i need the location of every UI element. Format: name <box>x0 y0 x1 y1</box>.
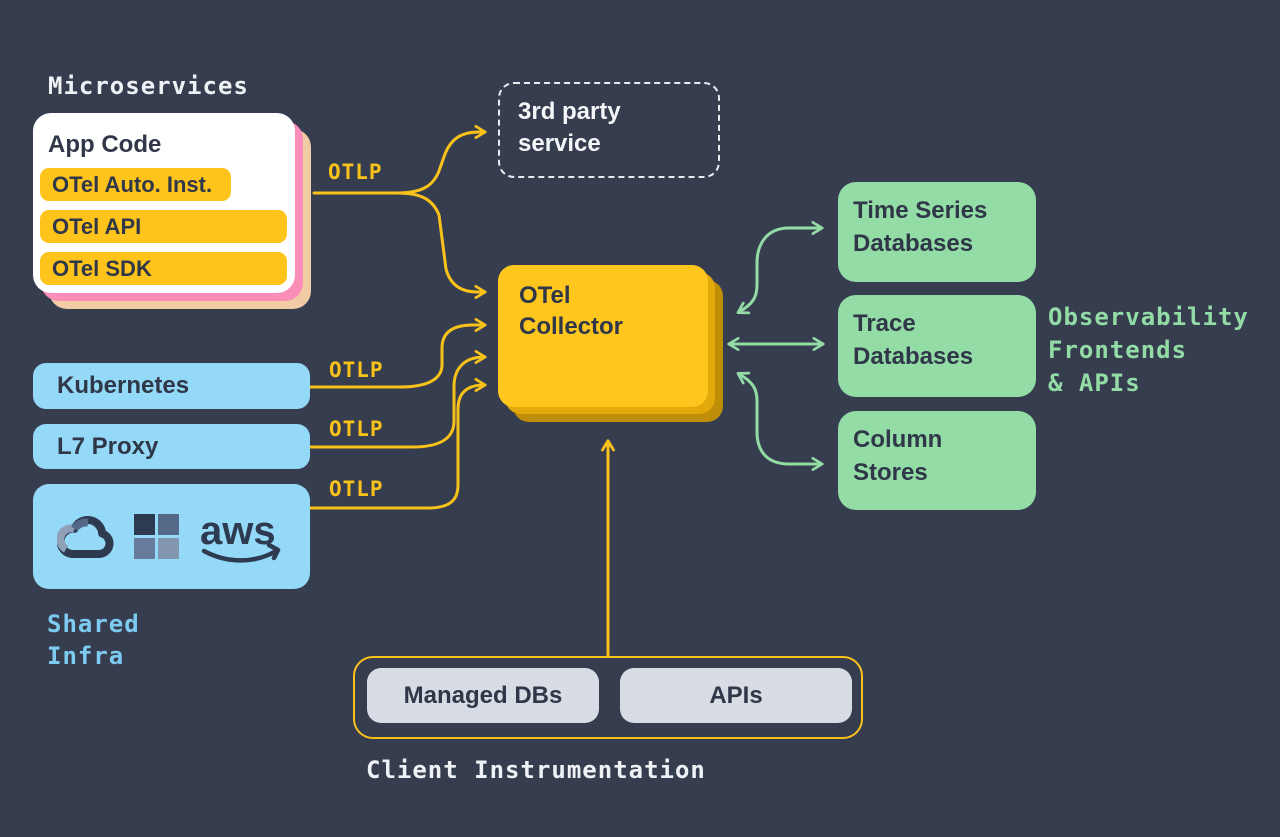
otlp-label-appcode: OTLP <box>328 160 383 184</box>
arrow-appcode-to-thirdparty <box>312 125 487 195</box>
cloud-providers-box: aws <box>33 484 310 589</box>
column-stores-line2: Stores <box>853 459 928 486</box>
third-party-line2: service <box>518 130 601 157</box>
aws-logo-text: aws <box>200 510 276 553</box>
microsoft-icon <box>134 514 179 559</box>
managed-dbs-label: Managed DBs <box>403 681 563 709</box>
otel-sdk-badge: OTel SDK <box>40 252 287 285</box>
shared-infra-label: Shared Infra <box>47 608 140 672</box>
arrow-collector-timeseries <box>736 221 824 315</box>
otel-api-badge: OTel API <box>40 210 287 243</box>
managed-dbs-box: Managed DBs <box>367 668 599 723</box>
l7-proxy-box: L7 Proxy <box>33 424 310 469</box>
column-stores-box: Column Stores <box>838 411 1036 510</box>
trace-databases-box: Trace Databases <box>838 295 1036 397</box>
arrow-cloud-to-collector <box>308 378 487 510</box>
aws-icon: aws <box>200 510 281 563</box>
observability-line1: Observability <box>1048 303 1249 331</box>
shared-infra-line2: Infra <box>47 642 125 670</box>
l7-proxy-label: L7 Proxy <box>57 432 159 460</box>
microservices-label: Microservices <box>48 72 249 100</box>
otel-auto-inst-badge: OTel Auto. Inst. <box>40 168 231 201</box>
arrow-collector-column <box>736 371 824 471</box>
otlp-label-cloud: OTLP <box>329 477 384 501</box>
otlp-label-l7proxy: OTLP <box>329 417 384 441</box>
otlp-label-kubernetes: OTLP <box>329 358 384 382</box>
collector-line1: OTel <box>519 282 571 309</box>
column-stores-line1: Column <box>853 426 943 453</box>
apis-label: APIs <box>709 681 763 709</box>
kubernetes-box: Kubernetes <box>33 363 310 409</box>
arrow-l7proxy-to-collector <box>308 350 487 449</box>
client-instrumentation-group <box>353 656 863 739</box>
kubernetes-label: Kubernetes <box>57 372 190 399</box>
time-series-line2: Databases <box>853 230 974 257</box>
trace-databases-line1: Trace <box>853 310 916 337</box>
third-party-line1: 3rd party <box>518 98 621 125</box>
app-code-title: App Code <box>48 131 162 158</box>
observability-line3: & APIs <box>1048 369 1141 397</box>
observability-frontends-label: Observability Frontends & APIs <box>1048 301 1249 400</box>
client-instrumentation-label: Client Instrumentation <box>366 756 706 784</box>
arrow-kubernetes-to-collector <box>308 318 487 389</box>
arrow-appcode-to-collector <box>395 191 487 299</box>
time-series-line1: Time Series <box>853 197 988 224</box>
otel-collector-box: OTel Collector <box>498 265 708 407</box>
shared-infra-line1: Shared <box>47 610 140 638</box>
time-series-databases-box: Time Series Databases <box>838 182 1036 282</box>
collector-line2: Collector <box>519 313 624 340</box>
google-cloud-icon <box>57 515 114 558</box>
observability-line2: Frontends <box>1048 336 1188 364</box>
apis-box: APIs <box>620 668 852 723</box>
trace-databases-line2: Databases <box>853 343 974 370</box>
app-code-card: App Code OTel Auto. Inst. OTel API OTel … <box>33 113 295 293</box>
third-party-service-box: 3rd party service <box>498 82 720 178</box>
